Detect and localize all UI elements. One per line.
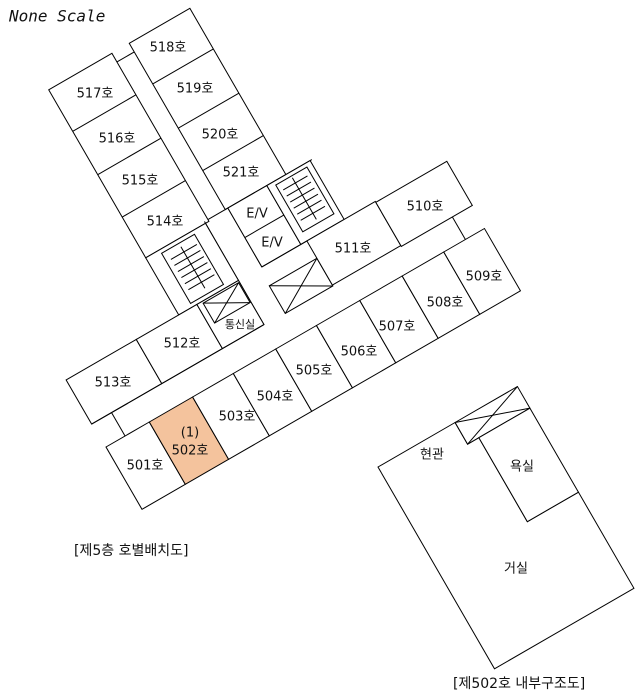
room-label-514: 514호: [147, 215, 184, 230]
room-label-519: 519호: [177, 82, 214, 97]
unit-plan-caption: [제502호 내부구조도]: [453, 676, 585, 692]
stair-icon: [275, 166, 335, 233]
room-label-507: 507호: [379, 320, 416, 335]
room-divider: [97, 137, 162, 176]
corridor-wall: [91, 324, 265, 425]
room-label-living: 거실: [504, 562, 528, 577]
room-label-501: 501호: [127, 459, 164, 474]
room-label-503: 503호: [219, 410, 256, 425]
room-label-515: 515호: [122, 174, 159, 189]
room-label-512: 512호: [164, 337, 201, 352]
scale-note: None Scale: [8, 7, 105, 26]
bathroom: [478, 407, 580, 523]
room-label-517: 517호: [77, 87, 114, 102]
room-label-bath: 욕실: [510, 460, 534, 475]
room-divider: [178, 92, 240, 129]
room-label-518: 518호: [150, 41, 187, 56]
room-label-508: 508호: [427, 296, 464, 311]
room-label-510: 510호: [407, 200, 444, 215]
unit-502-plan: [377, 385, 635, 670]
room-label-505: 505호: [296, 364, 333, 379]
room-divider: [72, 94, 137, 132]
corridor-end-wall: [451, 216, 466, 240]
stair-treads: [170, 243, 215, 291]
room-label-502-tag: (1): [181, 426, 199, 441]
room-510: [375, 160, 474, 248]
room-label-502: 502호: [172, 444, 209, 459]
fifth-floor-plan: [48, 7, 522, 511]
room-label-513: 513호: [95, 376, 132, 391]
room-divider: [202, 135, 264, 172]
ev-label-1: E/V: [246, 207, 268, 222]
room-divider: [152, 48, 214, 85]
room-label-511: 511호: [335, 242, 372, 257]
stair-treads: [282, 175, 326, 221]
stair-icon: [160, 233, 225, 305]
room-label-506: 506호: [341, 345, 378, 360]
room-label-comm: 통신실: [225, 318, 255, 331]
room-label-509: 509호: [466, 270, 503, 285]
elevator-divider: [244, 214, 285, 238]
floor-plan-caption: [제5층 호별배치도]: [74, 543, 188, 559]
corridor-wall: [116, 51, 135, 63]
room-509: [443, 227, 522, 316]
corridor-end-wall: [111, 412, 126, 437]
room-label-504: 504호: [257, 390, 294, 405]
room-divider: [121, 180, 186, 218]
ev-label-2: E/V: [261, 236, 283, 251]
shaft-x-box: [202, 281, 251, 324]
room-label-entrance: 현관: [420, 448, 444, 463]
room-label-516: 516호: [99, 132, 136, 147]
room-label-520: 520호: [202, 128, 239, 143]
room-label-521: 521호: [223, 166, 260, 181]
